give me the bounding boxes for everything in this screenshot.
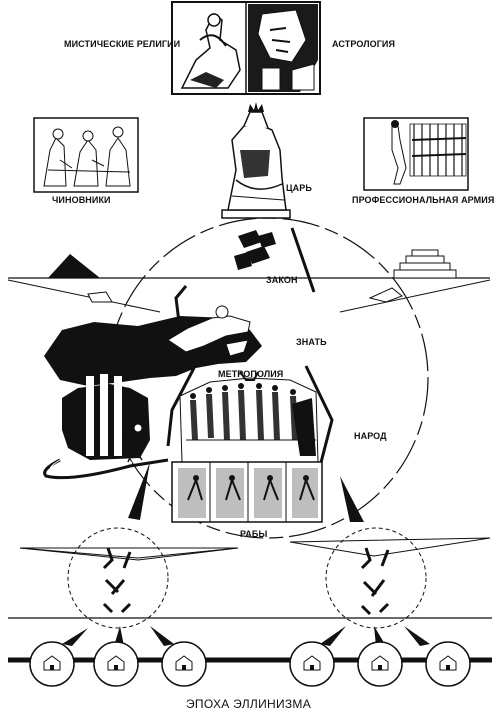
army-illustration bbox=[363, 117, 469, 191]
top-illustration bbox=[171, 1, 321, 95]
hut-row bbox=[29, 641, 471, 687]
hut-icon bbox=[29, 641, 75, 687]
people-crowd bbox=[179, 371, 319, 463]
king-statue bbox=[221, 102, 291, 219]
hut-icon bbox=[161, 641, 207, 687]
label-officials: ЧИНОВНИКИ bbox=[52, 195, 111, 205]
label-army: ПРОФЕССИОНАЛЬНАЯ АРМИЯ bbox=[352, 195, 495, 205]
label-astrology: АСТРОЛОГИЯ bbox=[332, 39, 396, 49]
arch-ruin-icon bbox=[43, 374, 169, 480]
arrow-left bbox=[128, 462, 150, 520]
caption-hellenism: ЭПОХА ЭЛЛИНИЗМА bbox=[186, 697, 312, 711]
lower-right-structure bbox=[289, 527, 491, 629]
law-tablets-icon bbox=[234, 230, 276, 270]
label-mystic-religions: МИСТИЧЕСКИЕ РЕЛИГИИ bbox=[64, 39, 181, 49]
landscape bbox=[7, 249, 491, 313]
arrow-right bbox=[340, 476, 364, 522]
hut-arrows bbox=[62, 626, 430, 646]
walking-figure bbox=[123, 423, 147, 463]
hut-icon bbox=[93, 641, 139, 687]
label-metropolis: МЕТРОПОЛИЯ bbox=[218, 369, 284, 379]
label-nobility: ЗНАТЬ bbox=[296, 337, 327, 347]
hut-icon bbox=[425, 641, 471, 687]
hut-icon bbox=[357, 641, 403, 687]
lower-left-structure bbox=[19, 527, 239, 629]
label-tsar: ЦАРЬ bbox=[286, 183, 312, 193]
nobility-field bbox=[44, 305, 262, 386]
label-law: ЗАКОН bbox=[266, 275, 298, 285]
label-people: НАРОД bbox=[354, 431, 387, 441]
hut-icon bbox=[289, 641, 335, 687]
slaves-panel bbox=[171, 461, 323, 523]
label-slaves: РАБЫ bbox=[240, 529, 268, 539]
ziggurat-icon bbox=[393, 249, 457, 279]
officials-illustration bbox=[33, 117, 139, 193]
pyramid-icon bbox=[48, 254, 100, 278]
